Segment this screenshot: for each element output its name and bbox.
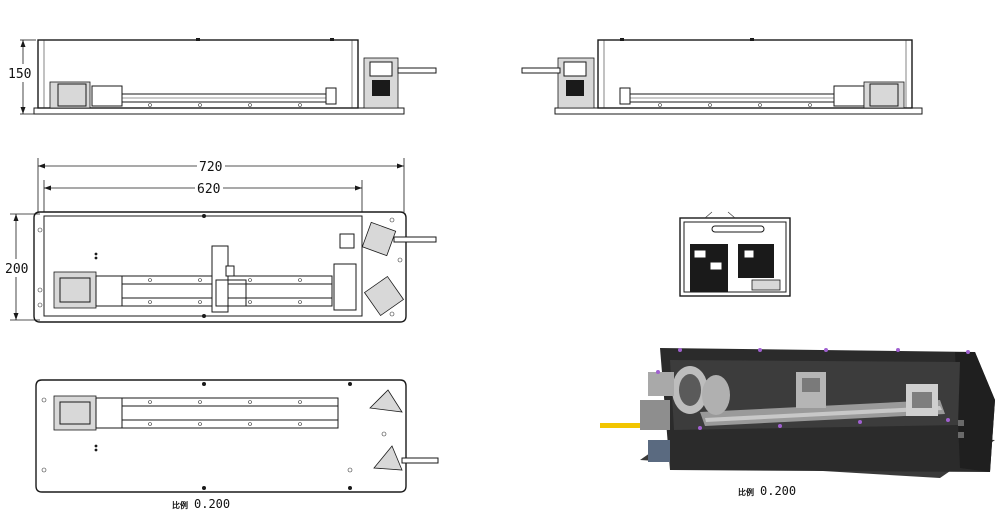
scale-label-left: 比例 0.200 (172, 497, 230, 511)
dim-width-200: 200 (5, 213, 40, 321)
scale-label-text: 比例 (738, 488, 754, 497)
front-view (33, 38, 437, 115)
bottom-view (35, 379, 439, 493)
scale-label-right: 比例 0.200 (738, 484, 796, 498)
dim-height-150: 150 (8, 39, 36, 115)
scale-label-text: 比例 (172, 501, 188, 510)
dim-label-720: 720 (199, 160, 222, 175)
dim-length-620: 620 (43, 180, 363, 212)
isometric-render (600, 348, 995, 478)
scale-value: 0.200 (760, 484, 797, 498)
laser-beam (600, 423, 670, 428)
side-view (679, 211, 791, 297)
rear-view (521, 38, 923, 115)
dim-label-200: 200 (5, 262, 28, 277)
dim-label-620: 620 (197, 182, 220, 197)
dim-length-720: 720 (37, 158, 405, 212)
dim-label-150: 150 (8, 67, 31, 82)
top-view: 720 620 200 (5, 158, 437, 323)
scale-value: 0.200 (194, 497, 231, 511)
